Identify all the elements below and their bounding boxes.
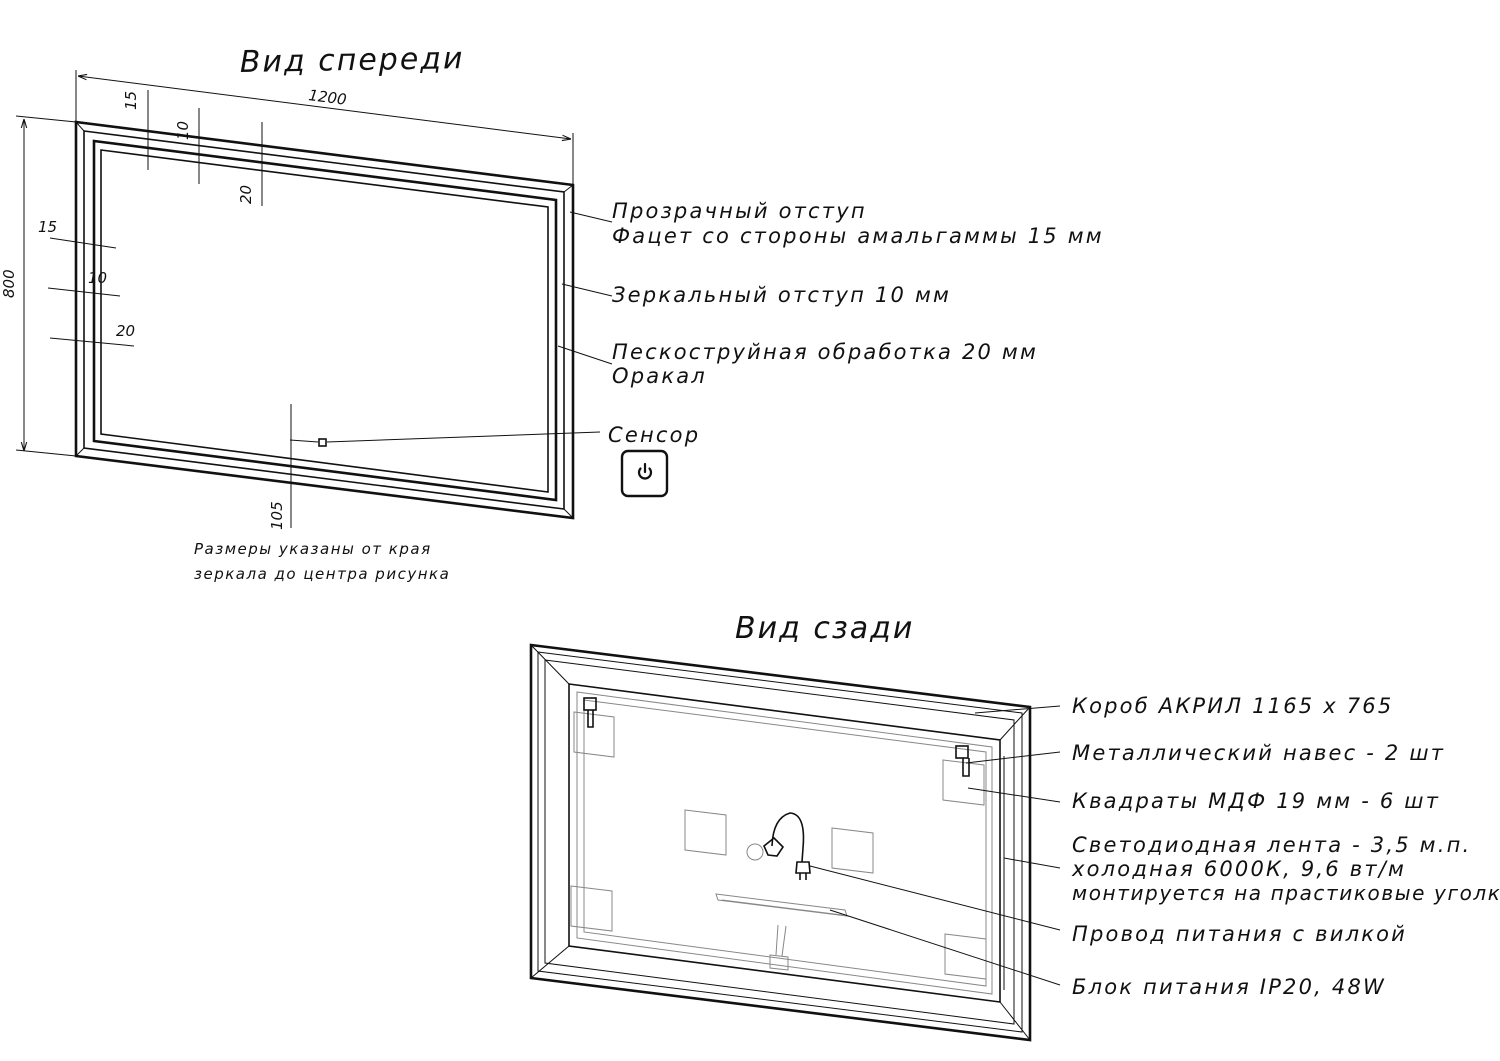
back-view: Вид сзади [529,611,1500,1042]
metal-hangers [583,697,970,777]
label-mirror-margin: Зеркальный отступ 10 мм [612,283,951,307]
mirror-front [74,120,575,520]
sensor-marker: 105 [268,404,327,530]
label-sandblast: Пескоструйная обработка 20 мм [612,340,1038,364]
label-box: Короб АКРИЛ 1165 х 765 [1072,694,1393,718]
front-view: Вид спереди 1200 800 [0,41,1104,583]
height-dim-label: 800 [0,269,18,298]
top-margin-dims: 15 10 20 [122,90,263,206]
top-dim-10: 10 [174,121,192,140]
label-squares: Квадраты МДФ 19 мм - 6 шт [1072,789,1440,813]
side-dim-20: 20 [116,322,135,340]
power-cable [746,812,811,880]
front-view-title: Вид спереди [240,41,465,80]
top-dim-20: 20 [237,185,255,204]
top-dim-15: 15 [122,91,140,110]
mdf-squares [570,711,987,980]
label-facet: Фацет со стороны амальгаммы 15 мм [612,224,1104,248]
label-transparent-margin: Прозрачный отступ [612,199,867,223]
label-oracal: Оракал [612,364,707,388]
width-dim-label: 1200 [307,86,347,109]
power-icon [620,449,669,498]
label-psu: Блок питания IP20, 48W [1072,975,1386,999]
mirror-back [529,643,1032,1042]
front-leaders [326,211,613,443]
width-dimension: 1200 [75,70,574,185]
back-view-title: Вид сзади [735,611,914,646]
note-line-1: Размеры указаны от края [194,540,432,558]
label-led-1: Светодиодная лента - 3,5 м.п. [1072,833,1471,857]
back-leaders [809,705,1061,986]
side-margin-dims: 15 10 20 [38,218,135,347]
side-dim-10: 10 [88,269,107,287]
label-hangers: Металлический навес - 2 шт [1072,741,1445,765]
note-line-2: зеркала до центра рисунка [194,565,450,583]
height-dimension: 800 [0,115,77,457]
side-dim-15: 15 [38,218,57,236]
sensor-dim-105: 105 [268,501,286,530]
label-led-2: холодная 6000К, 9,6 вт/м [1071,857,1406,881]
label-cable: Провод питания с вилкой [1072,922,1407,946]
label-led-3: монтируется на прастиковые уголки [1072,881,1500,905]
label-sensor: Сенсор [608,423,700,447]
